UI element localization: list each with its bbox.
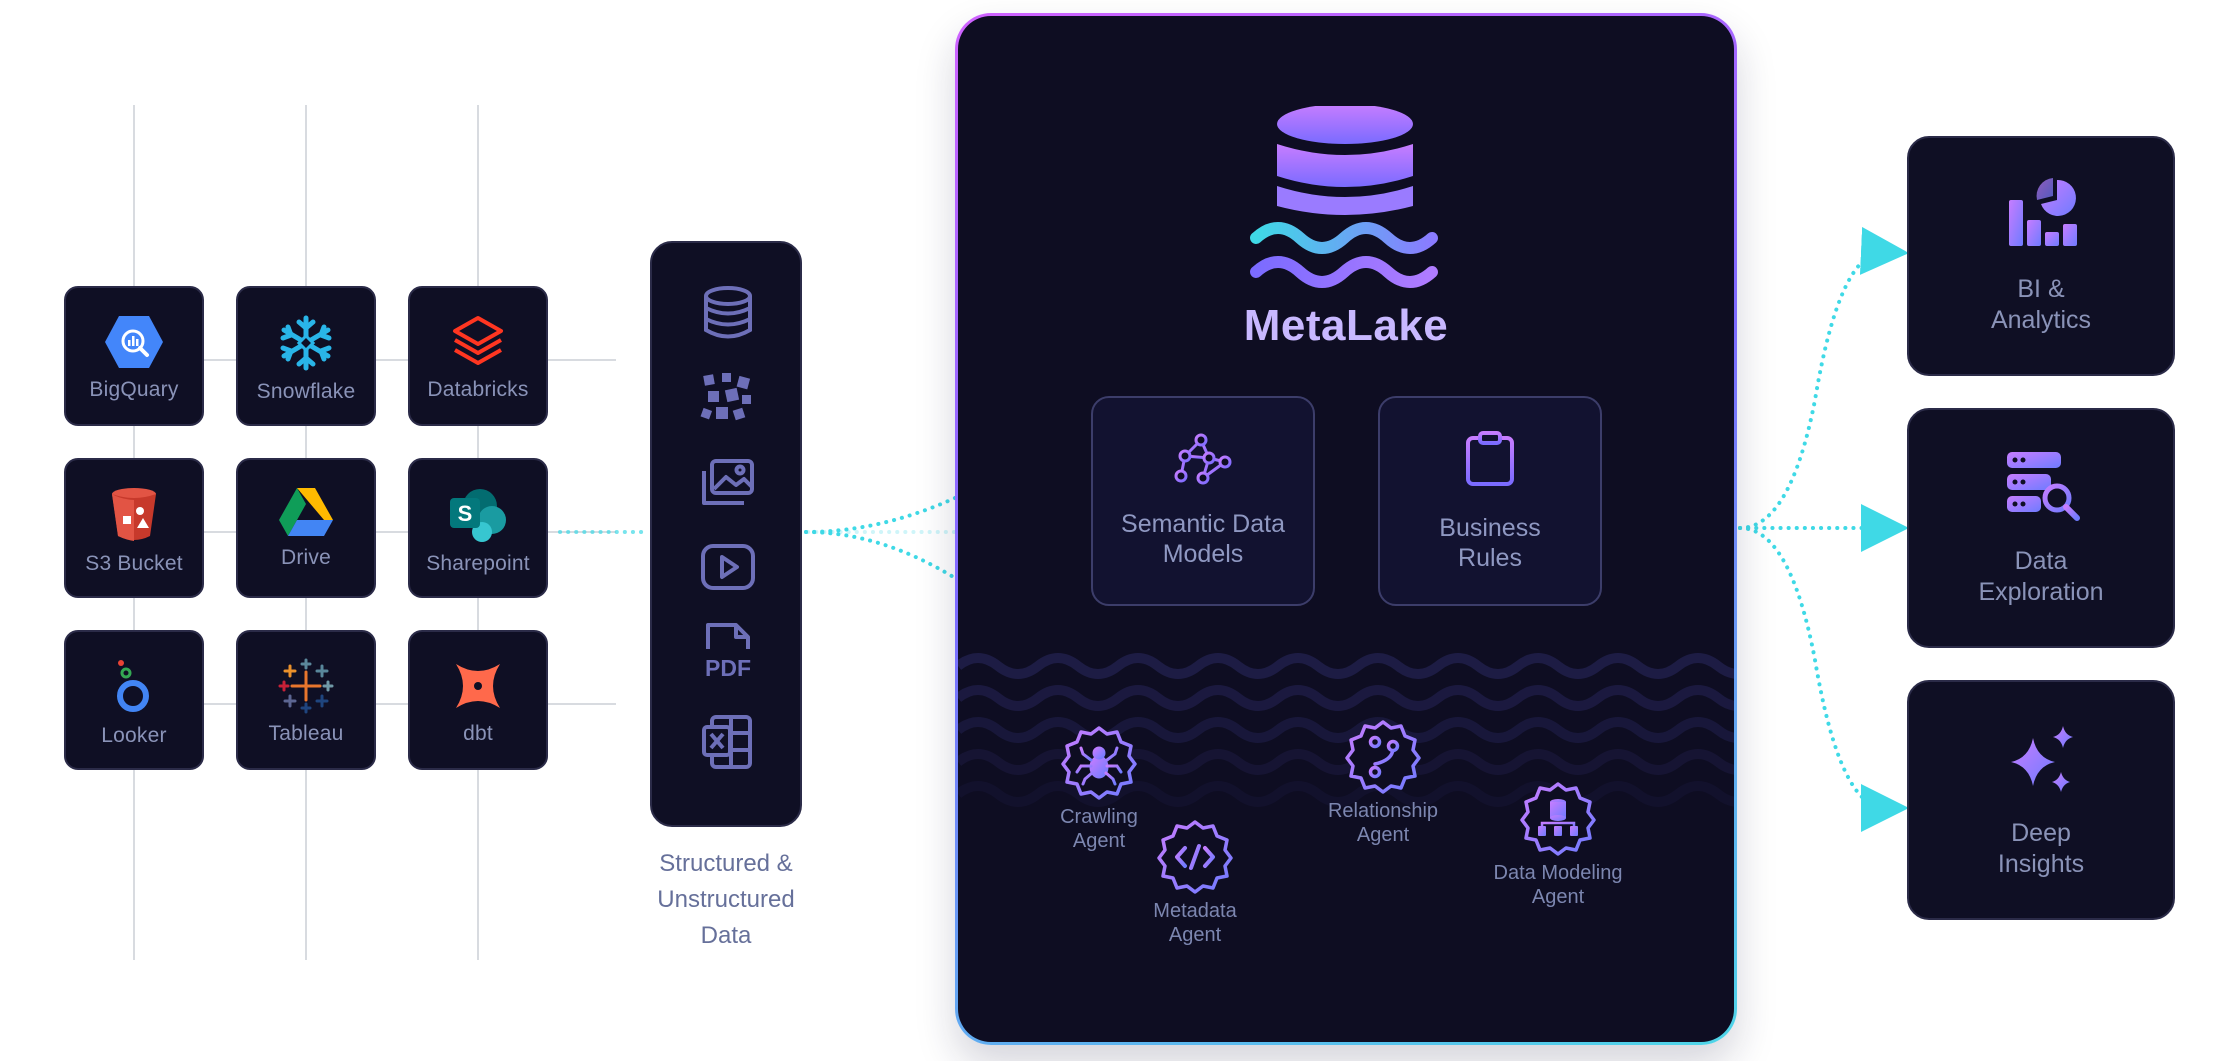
- output-label-line: Deep: [2011, 819, 2071, 847]
- source-tile-databricks[interactable]: Databricks: [408, 286, 548, 426]
- agent-label: Agent: [1168, 924, 1222, 946]
- source-tile-drive[interactable]: Drive: [236, 458, 376, 598]
- output-label-line: BI &: [2017, 275, 2065, 303]
- output-label-line: Exploration: [1978, 578, 2104, 606]
- excel-icon: [702, 715, 752, 769]
- bi-analytics-card[interactable]: BI & Analytics: [1907, 136, 2175, 376]
- looker-icon: [117, 660, 149, 712]
- source-tile-bigquery[interactable]: BigQuary: [64, 286, 204, 426]
- agent-label: Relationship: [1327, 800, 1439, 822]
- crawling-agent[interactable]: Crawling Agent: [1024, 724, 1174, 853]
- source-label: Snowflake: [256, 380, 356, 403]
- source-label: dbt: [463, 722, 493, 745]
- clipboard-list-icon: [1466, 431, 1514, 486]
- agent-label: Metadata: [1153, 900, 1237, 922]
- source-label: Drive: [280, 546, 331, 569]
- database-icon: [704, 286, 752, 339]
- source-tile-snowflake[interactable]: Snowflake: [236, 286, 376, 426]
- source-tile-tableau[interactable]: Tableau: [236, 630, 376, 770]
- data-exploration-card[interactable]: Data Exploration: [1907, 408, 2175, 648]
- caption-line: Unstructured: [657, 886, 795, 913]
- code-badge-icon: [1157, 820, 1233, 894]
- file-types-column: PDF: [650, 241, 802, 827]
- semantic-data-models-card[interactable]: Semantic Data Models: [1091, 396, 1315, 606]
- output-label: Deep Insights: [1909, 818, 2173, 880]
- tableau-icon: [278, 658, 334, 714]
- agent-label: Crawling: [1060, 806, 1138, 828]
- bar-pie-chart-icon: [2009, 178, 2077, 246]
- source-label: Tableau: [268, 722, 344, 745]
- caption-line: Data: [700, 922, 752, 949]
- dbt-icon: [456, 664, 500, 708]
- pdf-label: PDF: [705, 655, 751, 681]
- bigquery-icon: [105, 316, 163, 368]
- pdf-icon: PDF: [705, 623, 751, 681]
- output-label-line: Insights: [1997, 850, 2085, 878]
- source-label: Looker: [101, 724, 167, 747]
- source-tile-s3-bucket[interactable]: S3 Bucket: [64, 458, 204, 598]
- caption-line: Structured &: [659, 850, 793, 877]
- metalake-panel: MetaLake Semantic Data Models: [955, 13, 1737, 1045]
- google-drive-icon: [279, 488, 333, 536]
- card-label: Business: [1439, 514, 1541, 542]
- agent-label: Agent: [1072, 830, 1126, 852]
- sharepoint-icon: S: [450, 489, 506, 542]
- output-label-line: Data: [2014, 547, 2068, 575]
- output-label: Data Exploration: [1909, 546, 2173, 608]
- card-label: Semantic Data: [1121, 510, 1285, 538]
- source-label: Databricks: [427, 378, 529, 401]
- svg-text:S: S: [458, 501, 473, 526]
- network-graph-icon: [1174, 433, 1232, 485]
- source-tile-sharepoint[interactable]: S Sharepoint: [408, 458, 548, 598]
- database-badge-icon: [1520, 782, 1596, 856]
- source-tile-dbt[interactable]: dbt: [408, 630, 548, 770]
- card-label: Models: [1162, 540, 1244, 568]
- databricks-icon: [453, 316, 503, 365]
- source-label: S3 Bucket: [85, 552, 183, 575]
- s3-bucket-icon: [112, 488, 156, 541]
- output-label: BI & Analytics: [1909, 274, 2173, 336]
- source-tile-looker[interactable]: Looker: [64, 630, 204, 770]
- relationship-agent[interactable]: Relationship Agent: [1303, 718, 1463, 847]
- business-rules-card[interactable]: Business Rules: [1378, 396, 1602, 606]
- spider-badge-icon: [1061, 726, 1137, 800]
- metalake-title: MetaLake: [1243, 301, 1449, 350]
- source-label: BigQuary: [89, 378, 179, 401]
- data-modeling-agent[interactable]: Data Modeling Agent: [1468, 780, 1648, 909]
- source-label: Sharepoint: [426, 552, 530, 575]
- server-search-icon: [2007, 452, 2080, 521]
- metalake-logo-icon: [1250, 106, 1438, 288]
- video-play-icon: [701, 544, 755, 590]
- image-icon: [702, 459, 754, 505]
- card-label: Rules: [1458, 544, 1522, 572]
- sparkles-icon: [2011, 726, 2073, 792]
- agent-label: Data Modeling: [1493, 862, 1623, 884]
- branch-badge-icon: [1345, 720, 1421, 794]
- agent-label: Agent: [1531, 886, 1585, 908]
- deep-insights-card[interactable]: Deep Insights: [1907, 680, 2175, 920]
- file-types-caption: Structured & Unstructured Data: [620, 846, 832, 954]
- scattered-blocks-icon: [700, 373, 751, 421]
- metadata-agent[interactable]: Metadata Agent: [1120, 818, 1270, 947]
- snowflake-icon: [280, 315, 332, 371]
- agent-label: Agent: [1356, 824, 1410, 846]
- output-label-line: Analytics: [1990, 306, 2092, 334]
